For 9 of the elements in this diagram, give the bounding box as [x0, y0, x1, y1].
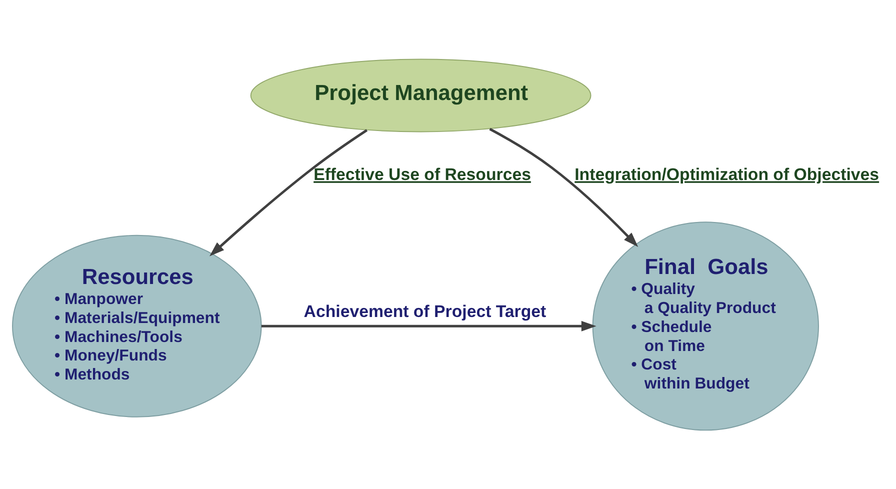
arrow: [210, 129, 368, 256]
edge-label: Effective Use of Resources: [314, 165, 531, 184]
node-circle: Final Goals • Quality a Quality Product • Schedule on Time • Cost within Budget: [592, 222, 819, 431]
arrow: [489, 128, 638, 247]
edge-label: Achievement of Project Target: [304, 302, 546, 321]
arrow: [261, 320, 596, 332]
edge-label: Integration/Optimization of Objectives: [574, 165, 880, 184]
node-ellipse: Project Management: [250, 58, 592, 132]
node-ellipse: Resources • Manpower • Materials/Equipment • Machines/Tools • Money/Funds • Methods: [12, 234, 262, 418]
